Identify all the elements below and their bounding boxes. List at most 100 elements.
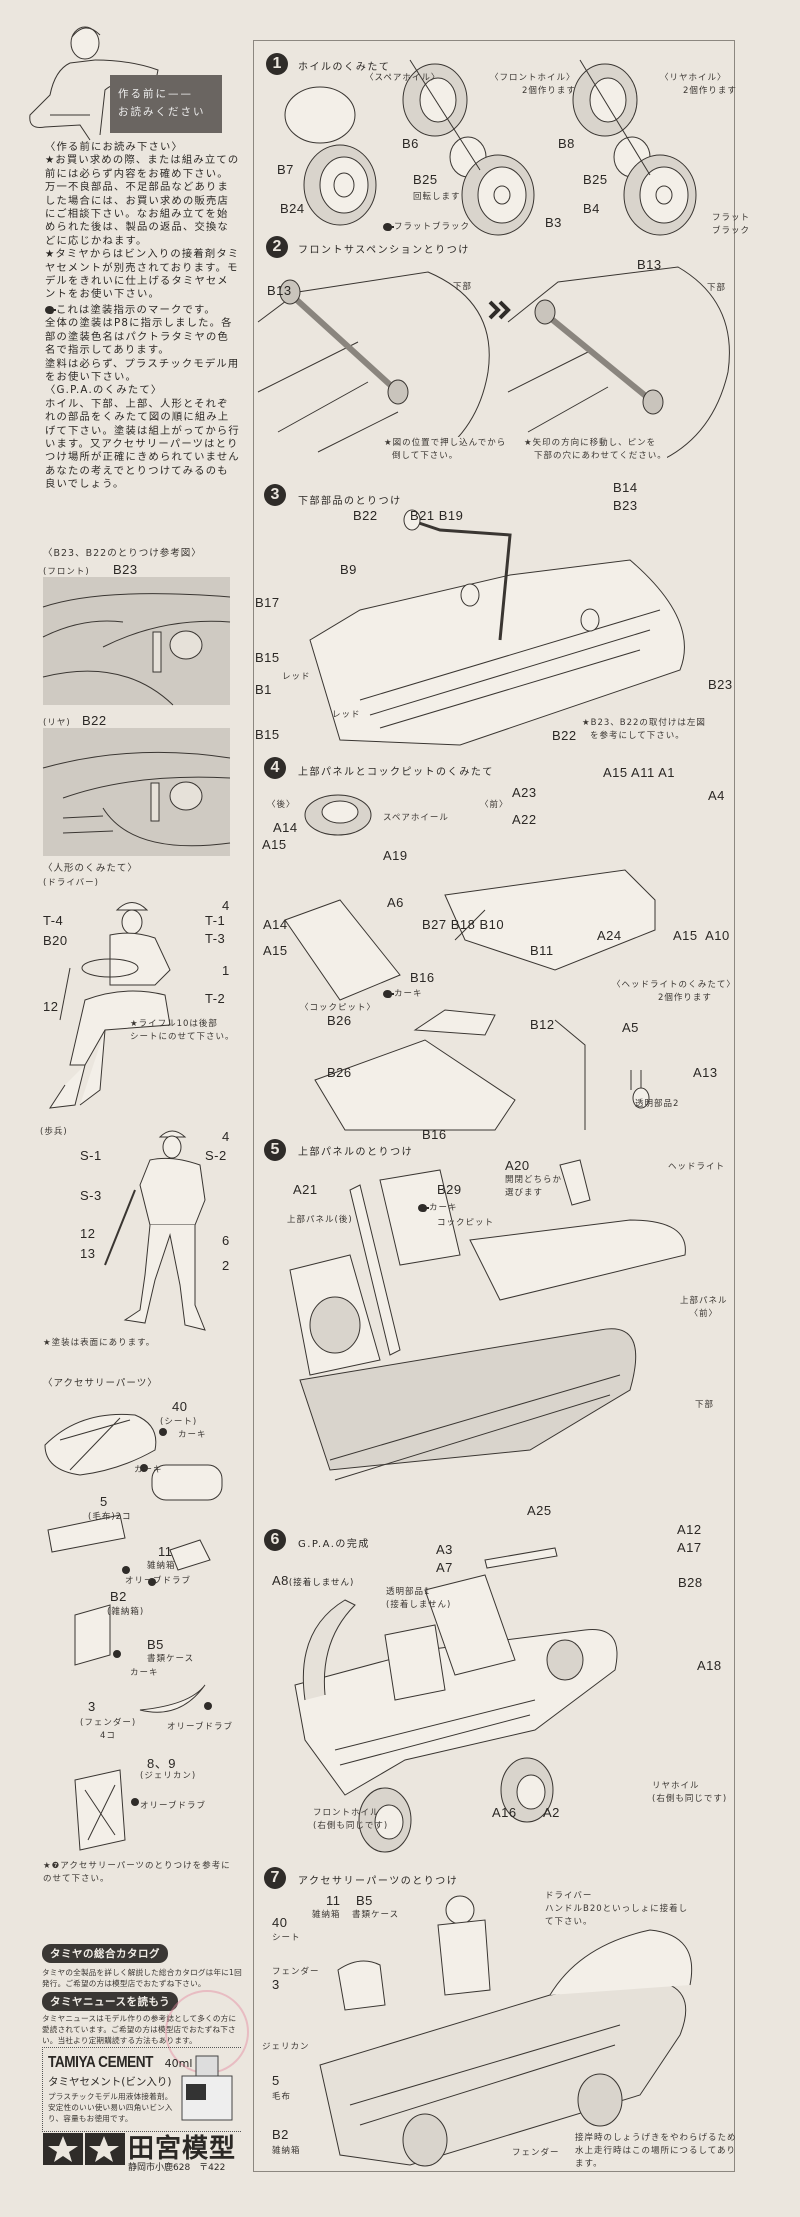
part-a22: A22 [512, 812, 537, 827]
label-line: (右側も同じです) [313, 1821, 389, 1831]
cement-text: プラスチックモデル用液体接着剤。安定性のいい使い易い四角いビン入り、容量もお徳用… [48, 2092, 173, 2123]
front-suspension-illustration [258, 262, 728, 462]
reference-rear-label: (リヤ) [43, 718, 71, 728]
assembly-heading: 〈G.P.A.のくみたて〉 [45, 384, 163, 397]
reference-front-part: B23 [113, 562, 138, 577]
jerrycan-label: ジェリカン [262, 2042, 310, 2052]
cement-size: 40ml [164, 2057, 193, 2070]
part-b16: B16 [410, 970, 435, 985]
accessory-name-fender: (フェンダー) [80, 1718, 137, 1728]
accessories-note-line: ★❼アクセサリーパーツのとりつけを参考に [43, 1861, 231, 1871]
rear-wheel-qty: 2個作ります [683, 86, 737, 96]
accessory-part-11: 11 [158, 1544, 173, 1559]
paint-red: レッド [282, 672, 311, 682]
part-b22: B22 [353, 508, 378, 523]
step-title: ホイルのくみたて [298, 62, 391, 73]
reference-rear-part: B22 [82, 713, 107, 728]
part-b7: B7 [277, 162, 294, 177]
part-a2: A2 [543, 1805, 560, 1820]
lower-hull-label: 下部 [707, 283, 727, 293]
driver-note: ★ライフル10は後部 シートにのせて下さい。 [130, 1018, 235, 1044]
accessory-part-b5: B5 [147, 1637, 164, 1652]
infantry-part-12: 12 [80, 1226, 96, 1241]
wheel-assembly-illustration [280, 60, 720, 230]
part-a14: A14 [273, 820, 298, 835]
accessory-part-5: 5 [100, 1494, 108, 1509]
driver-part-4: 4 [222, 898, 230, 913]
part-40-name: シート [272, 1933, 301, 1943]
part-a14: A14 [263, 917, 288, 932]
part-a15-a11-a1: A15 A11 A1 [603, 765, 675, 780]
lower-hull-label: 下部 [453, 282, 473, 292]
blanket-shape [152, 1465, 222, 1500]
infantry-part-s1: S-1 [80, 1148, 102, 1163]
cement-name: タミヤセメント(ビン入り) [48, 2076, 172, 2088]
part-a23: A23 [512, 785, 537, 800]
part-3: 3 [272, 1977, 280, 1992]
accessory-color-olive: オリーブドラブ [125, 1576, 191, 1586]
spare-wheel-label: スペアホイール [383, 813, 449, 823]
accessory-name-document-case: 書類ケース [147, 1654, 195, 1664]
step-number: 3 [264, 484, 286, 506]
part-a18: A18 [697, 1658, 722, 1673]
spare-wheel-label: 〈スペアホイル〉 [365, 73, 441, 83]
accessories-note-line: のせて下さい。 [43, 1874, 110, 1884]
part-a6: A6 [387, 895, 404, 910]
part-b4: B4 [583, 201, 600, 216]
part-a19: A19 [383, 848, 408, 863]
part-a4: A4 [708, 788, 725, 803]
fender-name: フェンダー [272, 1967, 320, 1977]
part-b23: B23 [613, 498, 638, 513]
note-line: 下部の穴にあわせてください。 [534, 451, 667, 461]
accessory-name-box-b2: (雑納箱) [107, 1607, 145, 1617]
label-line: ドライバー [545, 1891, 593, 1901]
paint-mark-icon [383, 989, 394, 998]
part-5-name: 毛布 [272, 2092, 292, 2102]
part-b15: B15 [255, 727, 280, 742]
upper-panel-front-label: 上部パネル 〈前〉 [680, 1295, 728, 1321]
driver-part-b20: B20 [43, 933, 68, 948]
part-a8-label: A8 [272, 1573, 289, 1588]
paint-flat-black-2: フラット ブラック [712, 212, 750, 238]
accessories-note: ★❼アクセサリーパーツのとりつけを参考に のせて下さい。 [43, 1860, 231, 1886]
spare-hub [285, 87, 355, 143]
tarp-pack [338, 1961, 385, 2010]
paint-color-line: フラット [712, 213, 751, 223]
label-line: 透明部品1 [386, 1587, 431, 1597]
document-case-shape [75, 1605, 110, 1665]
accessory-color-olive: オリーブドラブ [140, 1801, 206, 1811]
note-line: 接岸時のしょうげきをやわらげるため [575, 2133, 737, 2143]
part-a5: A5 [622, 1020, 639, 1035]
accessory-color-khaki: カーキ [134, 1465, 163, 1475]
part-a15: A15 [263, 943, 288, 958]
intro-text: 〈作る前にお読み下さい〉 ★お買い求めの際、または組み立ての前には必らず内容をお… [45, 141, 240, 492]
cement-ad: TAMIYA CEMENT 40ml タミヤセメント(ビン入り) プラスチックモ… [42, 2047, 241, 2132]
step-number: 7 [264, 1867, 286, 1889]
note-line: ★図の位置で押し込んでから [384, 438, 507, 448]
front-wheel-label: フロントホイル (右側も同じです) [313, 1807, 388, 1833]
driver-part-t3: T-3 [205, 931, 226, 946]
read-first-banner: 作る前に—— お読みください [110, 75, 222, 133]
paint-red: レッド [332, 710, 361, 720]
catalog-text: タミヤの全製品を詳しく解説した総合カタログは年に1回発行。ご希望の方は模型店でお… [42, 1968, 242, 1988]
driver-note: ドライバー ハンドルB20といっしょに接着し て下さい。 [545, 1890, 688, 1929]
reference-heading: 〈B23、B22のとりつけ参考図〉 [43, 548, 202, 559]
headlight-label: ヘッドライト [668, 1162, 726, 1172]
cockpit-label: 〈コックピット〉 [300, 1003, 377, 1013]
assembly-steps-panel [253, 40, 735, 2172]
part-b24: B24 [280, 201, 305, 216]
part-a8-note: (接着しません) [288, 1578, 355, 1588]
part-b14: B14 [613, 480, 638, 495]
accessory-color-khaki: カーキ [178, 1430, 207, 1440]
rear-label: 〈後〉 [267, 800, 296, 810]
part-a3: A3 [436, 1542, 453, 1557]
front-wheel-qty: 2個作ります [522, 86, 576, 96]
step-number: 5 [264, 1139, 286, 1161]
paint-color-name: カーキ [394, 989, 423, 999]
label-line: (右側も同じです) [652, 1794, 728, 1804]
part-a15-a10: A15 A10 [673, 928, 730, 943]
label-line: (接着しません) [386, 1600, 452, 1610]
cement-brand: TAMIYA CEMENT [48, 2054, 154, 2071]
part-b25: B25 [413, 172, 438, 187]
accessory-name-blanket: (毛布)2コ [88, 1512, 132, 1522]
